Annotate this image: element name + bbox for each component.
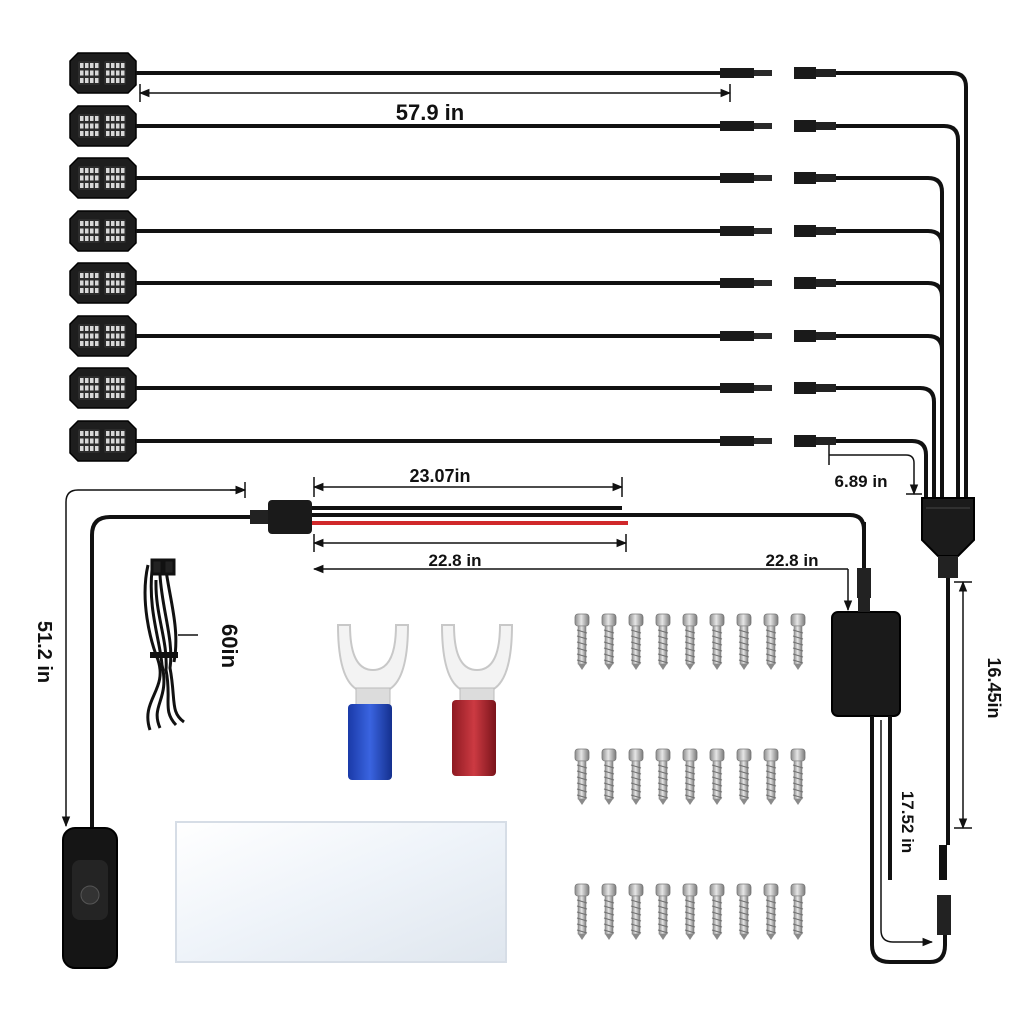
screw-icon <box>628 613 644 670</box>
dimension-controller-lead: 22.8 in <box>312 551 853 612</box>
led-pod-icon <box>69 315 137 357</box>
screw-icon <box>574 883 590 940</box>
screw-icon <box>655 613 671 670</box>
screw-icon <box>763 748 779 805</box>
screw-icon <box>682 883 698 940</box>
controller-box-icon <box>831 522 951 964</box>
fork-terminal-blue <box>336 624 410 780</box>
dimension-label: 6.89 in <box>835 472 888 491</box>
dimension-branch-lead: 6.89 in <box>828 445 922 496</box>
screw-icon <box>574 748 590 805</box>
screw-icon <box>628 883 644 940</box>
screw-icon <box>682 613 698 670</box>
adhesive-pad-icon <box>175 821 507 963</box>
splitter-branch-group <box>836 71 968 498</box>
led-pod-icon <box>69 210 137 252</box>
dimension-controller-output: 17.52 in <box>880 720 934 947</box>
led-pod-icon <box>69 420 137 462</box>
branch-cable <box>836 176 944 498</box>
screw-icon <box>628 748 644 805</box>
pod-cable <box>136 277 836 289</box>
screw-icon <box>601 748 617 805</box>
dimension-label: 23.07in <box>409 466 470 486</box>
light-pod-group <box>69 52 836 462</box>
screw-icon <box>709 883 725 940</box>
dimension-label: 57.9 in <box>396 100 464 125</box>
dimension-label: 16.45in <box>984 657 1004 718</box>
branch-cable <box>836 124 960 498</box>
screw-icon <box>736 613 752 670</box>
dimension-switch-cable: 51.2 in <box>33 482 247 828</box>
screw-icon <box>601 883 617 940</box>
dimension-label: 60in <box>217 624 242 668</box>
dimension-pod-cable: 57.9 in <box>138 84 732 125</box>
screw-icon <box>709 748 725 805</box>
dimension-label: 17.52 in <box>898 791 917 853</box>
screw-icon <box>763 613 779 670</box>
led-pod-icon <box>69 262 137 304</box>
branch-cable <box>836 334 944 498</box>
screw-icon <box>790 613 806 670</box>
pod-cable <box>136 225 836 237</box>
screw-icon <box>655 748 671 805</box>
led-pod-icon <box>69 157 137 199</box>
led-pod-icon <box>69 105 137 147</box>
branch-cable <box>836 71 968 498</box>
branch-cable <box>836 386 936 498</box>
dimension-coiled-cable: 60in <box>178 624 242 668</box>
screw-icon <box>736 748 752 805</box>
pod-cable <box>136 120 836 132</box>
screw-icon <box>763 883 779 940</box>
dimension-label: 22.8 in <box>429 551 482 570</box>
pod-cable <box>136 330 836 342</box>
screw-icon <box>601 613 617 670</box>
branch-cable <box>836 281 944 498</box>
pod-cable <box>136 435 836 447</box>
dimension-label: 51.2 in <box>33 621 55 683</box>
led-pod-icon <box>69 367 137 409</box>
screw-icon <box>574 613 590 670</box>
dimension-power-wire-red: 22.8 in <box>312 534 628 570</box>
led-pod-icon <box>69 52 137 94</box>
splitter-trunk-cable <box>939 578 950 880</box>
screw-icon <box>682 748 698 805</box>
branch-cable <box>836 229 944 498</box>
screw-icon <box>790 883 806 940</box>
pod-cable <box>136 172 836 184</box>
screw-icon <box>709 613 725 670</box>
branch-cable <box>836 439 928 498</box>
screw-icon <box>655 883 671 940</box>
dimension-label: 22.8 in <box>766 551 819 570</box>
inline-switch-icon <box>62 827 118 969</box>
pod-cable <box>136 382 836 394</box>
fork-terminal-red <box>440 624 514 776</box>
coiled-cable-icon <box>143 558 185 731</box>
power-harness <box>90 500 866 830</box>
splitter-hub-icon <box>921 497 975 578</box>
screw-icon <box>790 748 806 805</box>
pod-cable <box>136 67 836 79</box>
dimension-power-wire: 23.07in <box>312 466 624 497</box>
screw-icon <box>736 883 752 940</box>
dimension-splitter-trunk: 16.45in <box>954 580 1004 830</box>
screw-group <box>574 613 806 940</box>
